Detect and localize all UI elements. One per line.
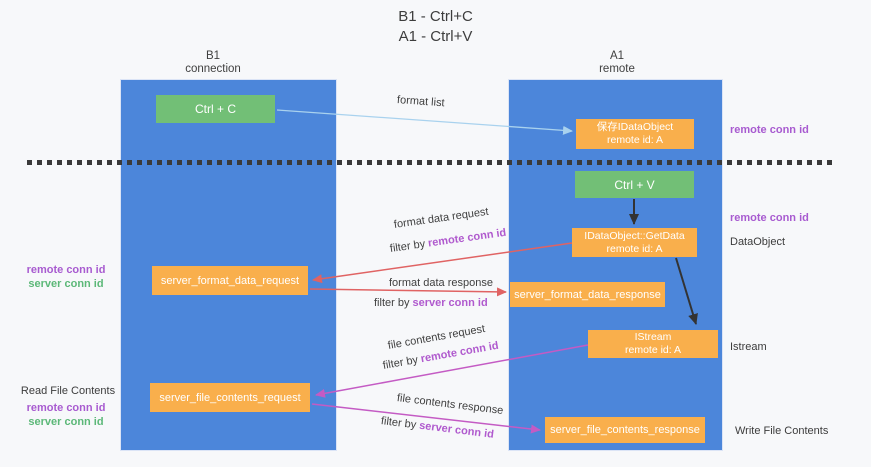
left-server-conn-id-bottom: server conn id <box>28 416 104 428</box>
filter-by-text: filter by <box>389 238 426 255</box>
server-conn-id-key: server conn id <box>418 419 495 441</box>
server-file-contents-request-box: server_file_contents_request <box>150 383 310 412</box>
format-data-request-filter-label: filter byremote conn id <box>389 227 507 255</box>
server-format-data-request-label: server_format_data_request <box>160 274 300 287</box>
server-file-contents-response-label: server_file_contents_response <box>550 424 700 436</box>
server-file-contents-request-label: server_file_contents_request <box>159 391 301 404</box>
title-line-1: B1 - Ctrl+C <box>398 8 473 25</box>
format-data-request-label: format data request <box>393 205 490 231</box>
page-title: B1 - Ctrl+C A1 - Ctrl+V <box>0 7 871 47</box>
lifeline-b1-title: B1 <box>205 50 221 62</box>
server-format-data-response-box: server_format_data_response <box>510 282 665 307</box>
server-conn-id-key: server conn id <box>412 297 488 309</box>
lifeline-header-b1: B1 connection <box>148 50 278 76</box>
lifeline-a1-title: A1 <box>609 50 625 62</box>
ctrl-v-box: Ctrl + V <box>575 171 694 198</box>
lifeline-b1-subtitle: connection <box>185 63 241 75</box>
dashed-separator <box>27 160 833 165</box>
right-istream-label: Istream <box>730 341 767 353</box>
ctrl-v-label: Ctrl + V <box>614 177 655 192</box>
filter-by-text: filter by <box>374 297 410 309</box>
title-line-2: A1 - Ctrl+V <box>398 28 473 45</box>
server-file-contents-response-box: server_file_contents_response <box>545 417 705 443</box>
getdata-line2: remote id: A <box>606 242 663 255</box>
istream-box: IStream remote id: A <box>588 330 718 358</box>
left-remote-conn-id-bottom: remote conn id <box>26 402 106 414</box>
left-conn-id-group-bottom: remote conn id server conn id <box>14 401 118 429</box>
server-format-data-response-label: server_format_data_response <box>514 288 661 301</box>
lifeline-a1-subtitle: remote <box>599 63 635 75</box>
left-server-conn-id-mid: server conn id <box>28 278 104 290</box>
left-read-file-contents-label: Read File Contents <box>20 385 116 397</box>
right-remote-conn-id-mid: remote conn id <box>730 212 809 224</box>
save-idataobject-line1: 保存IDataObject <box>596 121 674 133</box>
save-idataobject-line2: remote id: A <box>606 134 664 146</box>
right-write-file-contents-label: Write File Contents <box>735 425 829 437</box>
save-idataobject-box: 保存IDataObject remote id: A <box>576 119 694 149</box>
lifeline-header-a1: A1 remote <box>552 50 682 76</box>
format-data-response-label: format data response <box>389 277 493 289</box>
left-conn-id-group-mid: remote conn id server conn id <box>14 263 118 291</box>
format-data-response-arrow <box>309 287 507 297</box>
getdata-line1: IDataObject::GetData <box>584 229 685 242</box>
filter-by-text: filter by <box>380 415 417 432</box>
left-remote-conn-id-mid: remote conn id <box>26 264 106 276</box>
istream-line2: remote id: A <box>624 344 682 356</box>
file-contents-response-label: file contents response <box>396 392 504 417</box>
ctrl-c-box: Ctrl + C <box>156 95 275 123</box>
filter-by-text: filter by <box>381 353 419 372</box>
server-format-data-request-box: server_format_data_request <box>152 266 308 295</box>
format-list-label: format list <box>396 94 445 110</box>
right-dataobject-label: DataObject <box>730 236 786 248</box>
right-remote-conn-id-top: remote conn id <box>730 124 809 136</box>
istream-line1: IStream <box>634 331 672 343</box>
remote-conn-id-key: remote conn id <box>427 226 508 250</box>
ctrl-c-label: Ctrl + C <box>194 102 236 116</box>
idataobject-getdata-box: IDataObject::GetData remote id: A <box>572 228 697 257</box>
